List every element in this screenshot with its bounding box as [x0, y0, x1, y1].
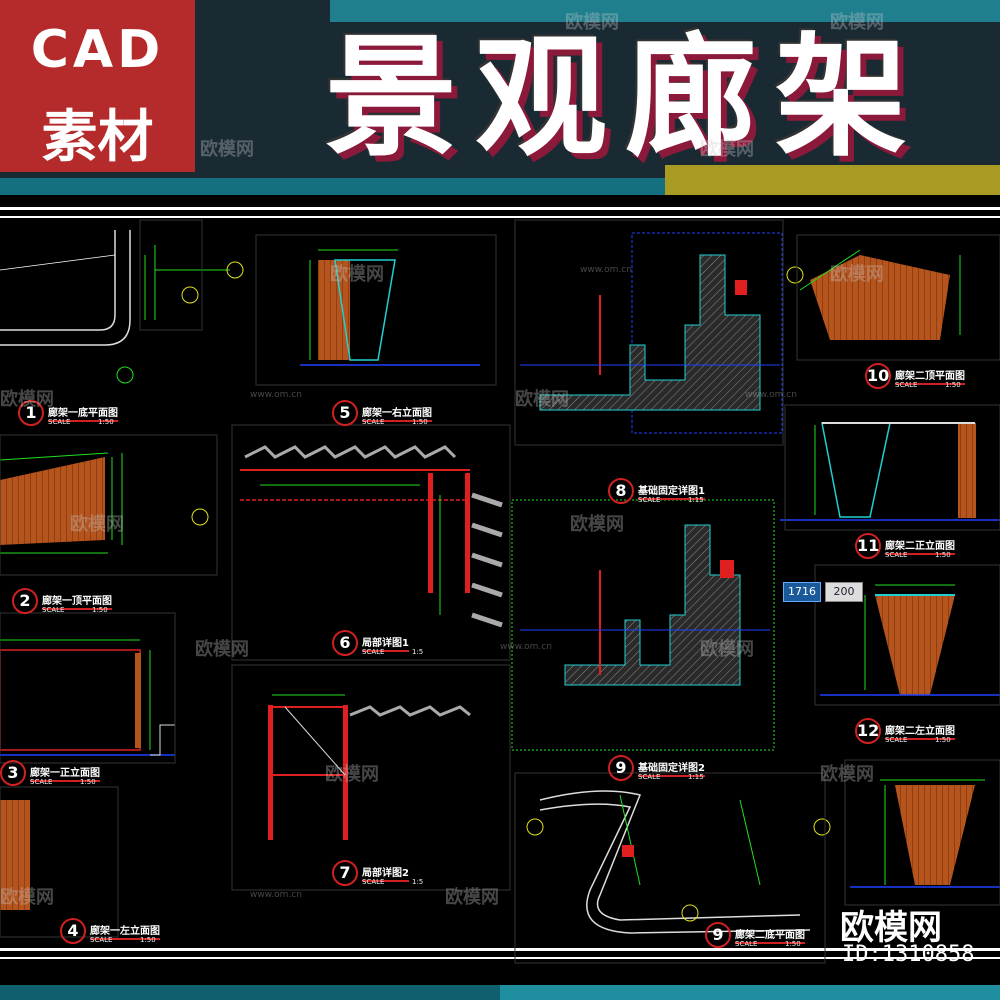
- drawing-8-foundation-detail: [514, 219, 784, 446]
- drawing-7-detail: [231, 664, 511, 891]
- watermark: 欧模网: [820, 764, 874, 785]
- drawing-4-left-elevation: [0, 786, 119, 938]
- watermark: 欧模网: [70, 514, 124, 535]
- watermark: 欧模网: [565, 12, 619, 33]
- drawing-9b-plan: [514, 772, 831, 964]
- watermark: 欧模网: [830, 264, 884, 285]
- brand-logo-text: 欧模网: [840, 908, 942, 948]
- watermark-url: www.om.cn: [250, 390, 302, 400]
- cad-badge: CAD 素材: [0, 0, 195, 172]
- frame-top-line: [0, 207, 1000, 210]
- watermark: 欧模网: [325, 764, 379, 785]
- coord-y-input[interactable]: 200: [825, 582, 863, 602]
- badge-line2: 素材: [41, 105, 154, 170]
- drawing-5-right-elevation: [255, 234, 497, 386]
- watermark: 欧模网: [200, 139, 254, 160]
- frame-bottom-line: [0, 957, 1000, 959]
- watermark: 欧模网: [330, 264, 384, 285]
- watermark-url: www.om.cn: [745, 390, 797, 400]
- watermark: 欧模网: [195, 639, 249, 660]
- watermark-url: www.om.cn: [500, 642, 552, 652]
- drawing-1-plan: [0, 219, 244, 384]
- drawing-3-front-elevation: [0, 612, 176, 764]
- page-title: 景观廊架: [325, 21, 925, 175]
- watermark-url: www.om.cn: [580, 265, 632, 275]
- cad-drawing-area: [0, 219, 1000, 964]
- watermark: 欧模网: [570, 514, 624, 535]
- drawing-12-left-elevation: [814, 564, 1000, 706]
- banner-stripe: [665, 165, 1000, 195]
- watermark: 欧模网: [700, 139, 754, 160]
- drawing-right-bottom-elevation: [844, 759, 1000, 906]
- badge-line1: CAD: [30, 20, 165, 80]
- header-banner: CAD 素材 景观廊架: [0, 0, 1000, 195]
- watermark: 欧模网: [830, 12, 884, 33]
- watermark: 欧模网: [445, 887, 499, 908]
- drawing-2-top-plan: [0, 434, 218, 576]
- watermark: 欧模网: [700, 639, 754, 660]
- drawing-9-foundation-detail: [511, 499, 775, 751]
- watermark: 欧模网: [0, 389, 54, 410]
- drawing-11-front-elevation: [780, 404, 1000, 531]
- watermark-url: www.om.cn: [250, 890, 302, 900]
- drawing-6-detail: [231, 424, 511, 661]
- frame-bottom-line: [0, 948, 1000, 951]
- frame-top-line: [0, 216, 1000, 218]
- resource-id: ID:1310858: [842, 942, 975, 967]
- drawing-10-top-plan: [786, 234, 1000, 361]
- footer-stripe: [500, 985, 1000, 1000]
- watermark: 欧模网: [515, 389, 569, 410]
- coord-x-input[interactable]: 1716: [783, 582, 821, 602]
- banner-stripe: [330, 0, 1000, 22]
- watermark: 欧模网: [0, 887, 54, 908]
